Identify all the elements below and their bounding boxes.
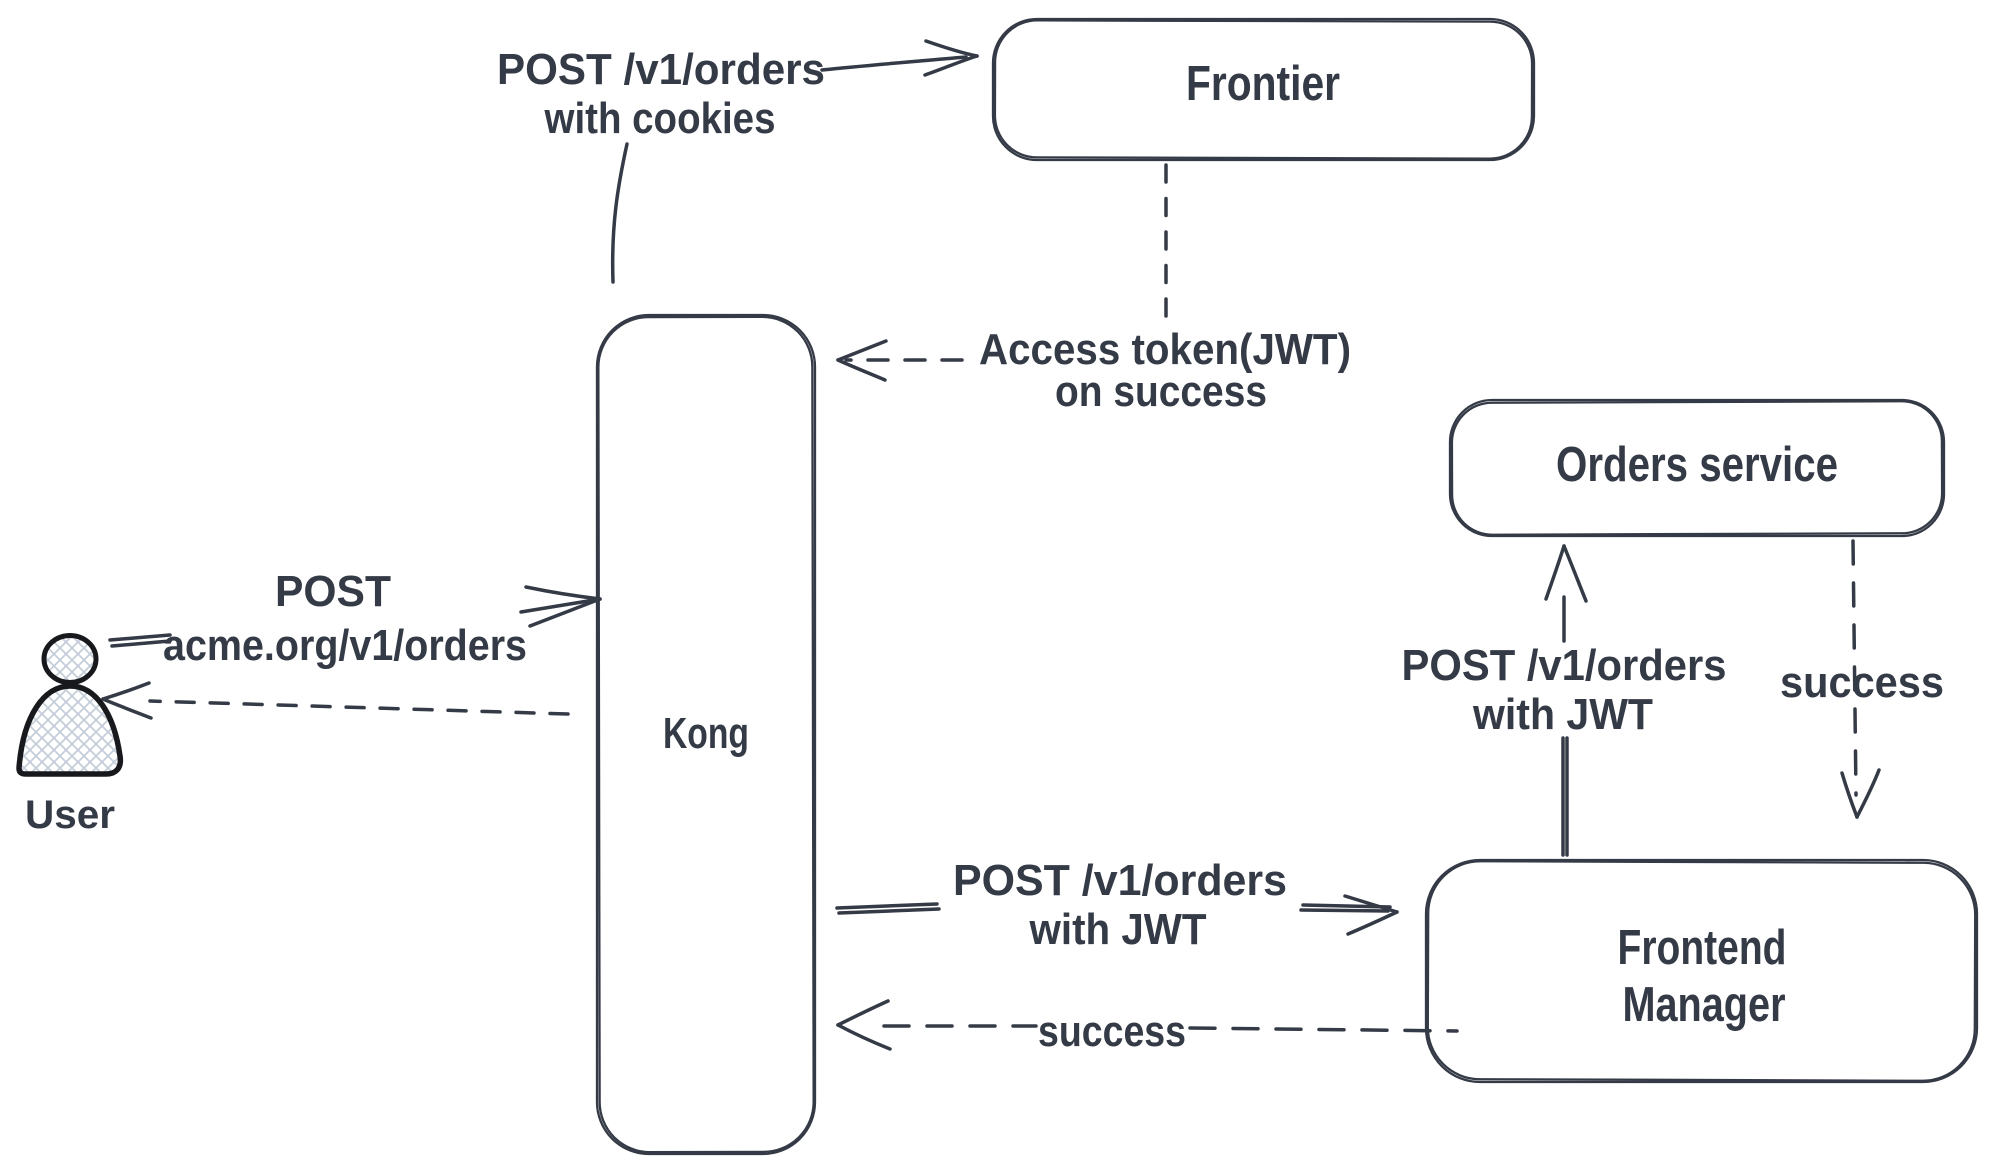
svg-text:Manager: Manager bbox=[1623, 978, 1786, 1032]
svg-text:with cookies: with cookies bbox=[544, 94, 776, 143]
svg-text:Access token(JWT): Access token(JWT) bbox=[979, 325, 1351, 374]
svg-text:Frontier: Frontier bbox=[1186, 57, 1340, 111]
svg-text:Kong: Kong bbox=[663, 709, 749, 758]
svg-text:POST /v1/orders: POST /v1/orders bbox=[1402, 641, 1727, 690]
svg-text:on success: on success bbox=[1055, 367, 1267, 416]
svg-text:acme.org/v1/orders: acme.org/v1/orders bbox=[163, 621, 527, 670]
svg-text:with JWT: with JWT bbox=[1029, 905, 1207, 954]
svg-text:POST: POST bbox=[275, 567, 391, 616]
svg-text:success: success bbox=[1780, 658, 1944, 707]
svg-text:User: User bbox=[25, 793, 115, 837]
svg-text:success: success bbox=[1038, 1007, 1186, 1056]
svg-text:Frontend: Frontend bbox=[1618, 921, 1787, 975]
svg-text:with JWT: with JWT bbox=[1472, 690, 1653, 739]
svg-text:POST /v1/orders: POST /v1/orders bbox=[953, 856, 1287, 905]
svg-text:Orders service: Orders service bbox=[1556, 438, 1838, 492]
svg-text:POST /v1/orders: POST /v1/orders bbox=[497, 45, 825, 94]
